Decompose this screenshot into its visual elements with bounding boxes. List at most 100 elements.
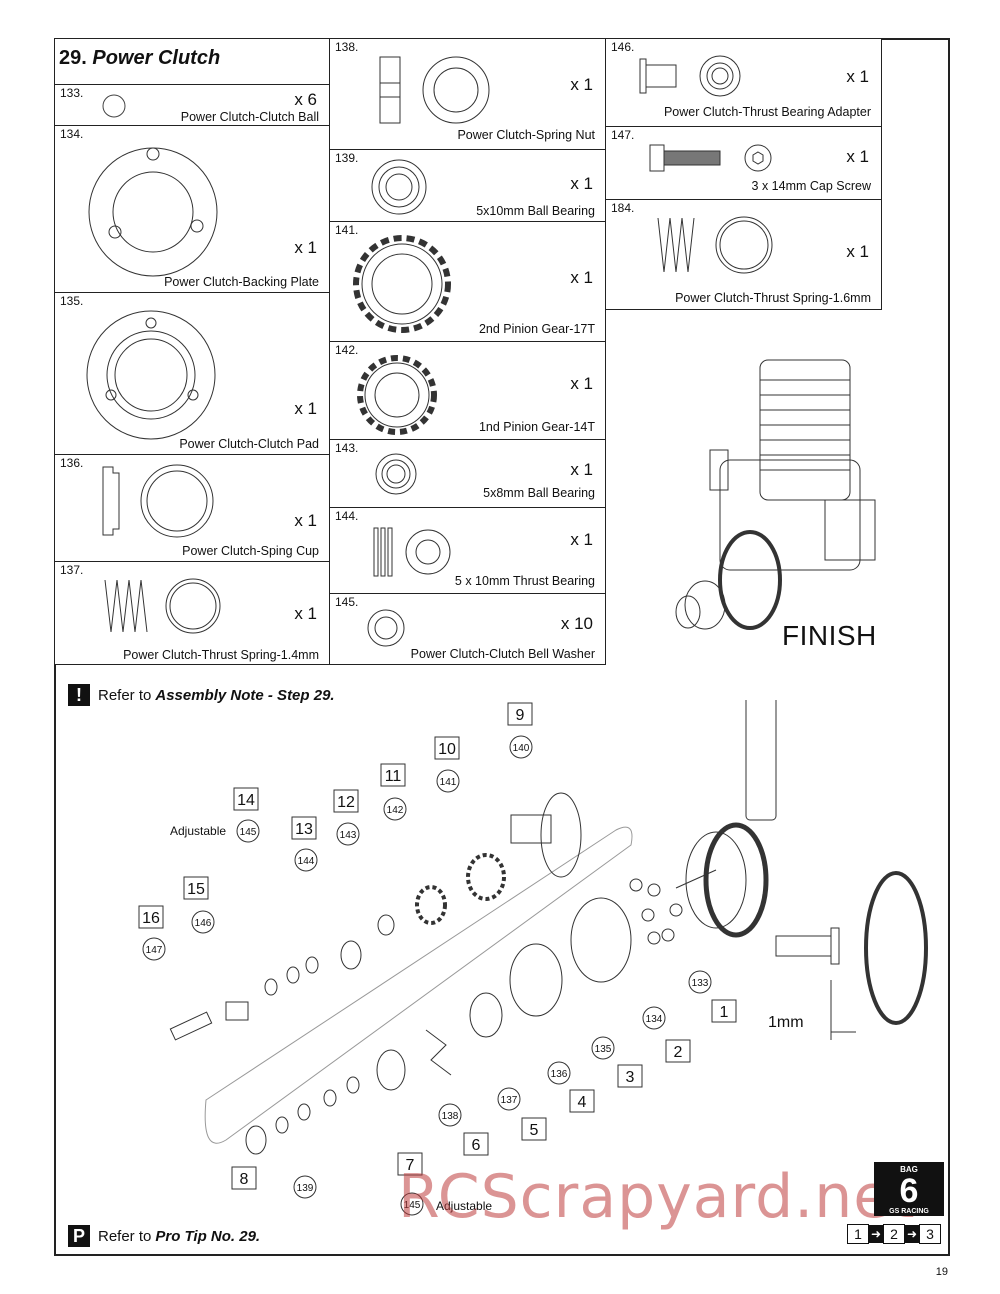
callout-circle: 138 xyxy=(438,1103,462,1127)
step-box: 13 xyxy=(291,816,317,840)
part-qty: x 1 xyxy=(570,460,593,479)
clutch-bell-washer-icon xyxy=(367,609,405,647)
finished-engine-illustration xyxy=(675,359,876,630)
step-box: 6 xyxy=(463,1132,489,1156)
callout-circle: 145 xyxy=(236,819,260,843)
part-name: Power Clutch-Thrust Spring-1.4mm xyxy=(123,648,319,662)
step-box: 3 xyxy=(617,1064,643,1088)
step-box: 5 xyxy=(521,1117,547,1141)
step-box: 7 xyxy=(397,1152,423,1176)
callout-label: 145 xyxy=(404,1200,421,1211)
part-qty: x 6 xyxy=(294,90,317,109)
callout-circle: 146 xyxy=(191,910,215,934)
exploded-assembly-diagram: 1 2 3 4 5 6 7 8 9 10 11 12 13 14 15 16 1… xyxy=(138,700,928,1216)
bag-step: 2 xyxy=(883,1224,905,1244)
callout-label: 134 xyxy=(646,1014,663,1025)
part-qty: x 1 xyxy=(570,75,593,94)
part-cell-137: 137. x 1 Power Clutch-Thrust Spring-1.4m… xyxy=(54,561,330,665)
step-box: 15 xyxy=(183,876,209,900)
thrust-bearing-icon xyxy=(373,527,451,577)
step-box: 16 xyxy=(138,905,164,929)
part-qty: x 1 xyxy=(846,242,869,261)
step-label: 14 xyxy=(237,792,255,809)
bag-steps: 1 ➜ 2 ➜ 3 xyxy=(847,1224,941,1244)
assembly-note-prefix: Refer to xyxy=(98,686,152,704)
step-box: 1 xyxy=(711,999,737,1023)
clutch-pad-icon xyxy=(86,310,216,440)
step-label: 5 xyxy=(530,1122,539,1139)
step-label: 4 xyxy=(578,1094,587,1111)
part-cell-145: 145. x 10 Power Clutch-Clutch Bell Washe… xyxy=(329,593,606,665)
measure-label: 1mm xyxy=(768,1014,804,1031)
callout-circle: 145 xyxy=(400,1192,424,1216)
part-name: Power Clutch-Clutch Bell Washer xyxy=(410,647,595,661)
bag-label: BAG xyxy=(900,1165,918,1174)
step-label: 9 xyxy=(516,707,525,724)
part-name: Power Clutch-Clutch Ball xyxy=(180,110,319,124)
step-label: 6 xyxy=(472,1137,481,1154)
callout-label: 142 xyxy=(387,805,404,816)
part-number: 137. xyxy=(60,563,84,577)
part-name: Power Clutch-Clutch Pad xyxy=(179,437,319,451)
part-number: 133. xyxy=(60,86,84,100)
step-label: 2 xyxy=(674,1044,683,1061)
adjustable-label-top: Adjustable xyxy=(170,824,226,838)
callout-circle: 134 xyxy=(642,1006,666,1030)
bag-badge: BAG 6 GS RACING xyxy=(874,1162,944,1216)
assembly-note-link[interactable]: Assembly Note - Step 29. xyxy=(155,686,335,704)
part-name: Power Clutch-Backing Plate xyxy=(164,275,319,289)
part-cell-143: 143. x 1 5x8mm Ball Bearing xyxy=(329,439,606,508)
step-box: 11 xyxy=(380,763,406,787)
part-cell-142: 142. x 1 1nd Pinion Gear-14T xyxy=(329,341,606,440)
callout-circle: 143 xyxy=(336,822,360,846)
step-box: 4 xyxy=(569,1089,595,1113)
part-cell-147: 147. x 1 3 x 14mm Cap Screw xyxy=(605,126,882,200)
part-cell-135: 135. x 1 Power Clutch-Clutch Pad xyxy=(54,292,330,455)
part-qty: x 1 xyxy=(570,268,593,287)
part-name: 5x8mm Ball Bearing xyxy=(483,486,595,500)
part-cell-134: 134. x 1 Power Clutch-Backing Plate xyxy=(54,125,330,293)
pro-tip-icon: P xyxy=(68,1225,90,1247)
part-number: 134. xyxy=(60,127,84,141)
step-box: 12 xyxy=(333,789,359,813)
ball-bearing-small-icon xyxy=(375,453,417,495)
thrust-spring-icon xyxy=(104,578,221,634)
step-box: 9 xyxy=(507,702,533,726)
spring-cup-icon xyxy=(102,464,214,538)
callout-label: 139 xyxy=(297,1183,314,1194)
callout-circle: 135 xyxy=(591,1036,615,1060)
callout-label: 145 xyxy=(240,827,257,838)
pro-tip-link[interactable]: Pro Tip No. 29. xyxy=(155,1227,261,1245)
part-cell-136: 136. x 1 Power Clutch-Sping Cup xyxy=(54,454,330,562)
part-cell-138: 138. x 1 Power Clutch-Spring Nut xyxy=(329,38,606,150)
arrow-right-icon: ➜ xyxy=(905,1225,919,1243)
step-box: 14 xyxy=(233,787,259,811)
part-qty: x 1 xyxy=(570,530,593,549)
part-number: 135. xyxy=(60,294,84,308)
step-label: 8 xyxy=(240,1171,249,1188)
part-qty: x 1 xyxy=(294,511,317,530)
part-cell-133: 133. x 6 Power Clutch-Clutch Ball xyxy=(54,84,330,126)
arrow-right-icon: ➜ xyxy=(869,1225,883,1243)
ball-bearing-icon xyxy=(371,159,427,215)
bag-number: 6 xyxy=(900,1172,919,1210)
part-cell-141: 141. x 1 2nd Pinion Gear-17T xyxy=(329,221,606,342)
callout-circle: 139 xyxy=(293,1175,317,1199)
callout-circle: 136 xyxy=(547,1061,571,1085)
callout-label: 136 xyxy=(551,1069,568,1080)
pro-tip-prefix: Refer to xyxy=(98,1227,152,1245)
part-cell-139: 139. x 1 5x10mm Ball Bearing xyxy=(329,149,606,222)
part-qty: x 1 xyxy=(294,238,317,257)
bag-step: 3 xyxy=(919,1224,941,1244)
step-label: 10 xyxy=(438,741,456,758)
spring-nut-icon xyxy=(379,56,490,124)
section-title: 29. Power Clutch xyxy=(59,47,220,70)
callout-label: 140 xyxy=(513,743,530,754)
part-number: 142. xyxy=(335,343,359,357)
part-number: 136. xyxy=(60,456,84,470)
bag-step: 1 xyxy=(847,1224,869,1244)
callout-circle: 142 xyxy=(383,797,407,821)
part-qty: x 1 xyxy=(294,399,317,418)
callout-circle: 137 xyxy=(497,1087,521,1111)
callout-circle: 133 xyxy=(688,970,712,994)
